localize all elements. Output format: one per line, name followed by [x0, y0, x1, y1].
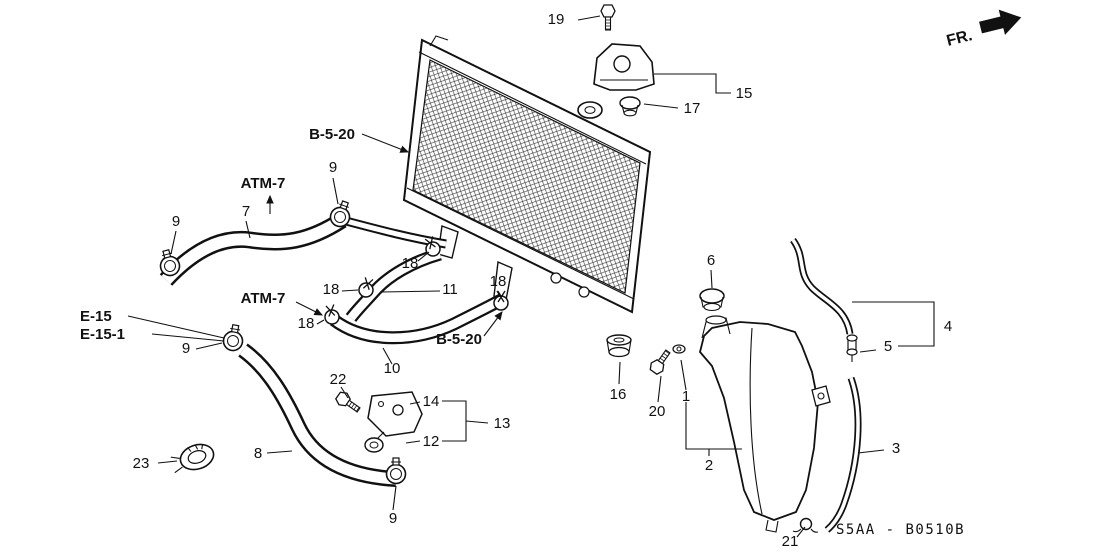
hose-clip — [364, 437, 384, 453]
callout-labels: 19 15 17 B-5-20 9 ATM-7 7 9 18 11 18 18 … — [80, 11, 965, 550]
callout-18-c: 18 — [490, 273, 507, 290]
hose-clamp-icon — [221, 322, 246, 353]
tank-bolt-icon — [647, 346, 675, 377]
callout-18-a: 18 — [402, 255, 419, 272]
tank-grommet — [606, 334, 632, 358]
callout-5: 5 — [884, 338, 892, 355]
lower-radiator-hose — [238, 343, 397, 487]
callout-18-d: 18 — [298, 315, 315, 332]
callout-10: 10 — [384, 360, 401, 377]
callout-2: 2 — [705, 457, 713, 474]
reserve-tank-cap — [699, 288, 725, 312]
ref-atm-7-upper: ATM-7 — [241, 175, 286, 192]
callout-9-c: 9 — [182, 340, 190, 357]
inlet-pipe — [344, 216, 447, 249]
ref-b-5-20-upper: B-5-20 — [309, 126, 355, 143]
callout-19: 19 — [548, 11, 565, 28]
callout-16: 16 — [610, 386, 627, 403]
tube-joint — [846, 334, 858, 362]
callout-11: 11 — [442, 281, 458, 298]
spring-clamp — [170, 443, 215, 474]
callout-8: 8 — [254, 445, 262, 462]
leader-lines — [127, 15, 935, 538]
radiator — [402, 35, 652, 314]
hose-clamp-icon — [385, 457, 407, 485]
upper-radiator-hose — [159, 212, 347, 286]
overflow-tube-upper — [790, 237, 854, 335]
hose-stay-bracket — [364, 391, 423, 453]
callout-7: 7 — [242, 203, 250, 220]
callout-22: 22 — [330, 371, 347, 388]
tube-clip — [792, 517, 819, 533]
callout-13: 13 — [494, 415, 511, 432]
radiator-filler-neck — [577, 101, 603, 119]
fr-direction-arrow-icon: FR. — [945, 9, 1022, 50]
callout-9-d: 9 — [389, 510, 397, 527]
callout-23: 23 — [133, 455, 150, 472]
water-hose-lower — [330, 293, 507, 345]
ref-e-15-1: E-15-1 — [80, 326, 125, 343]
wire-clamp-icon — [322, 303, 341, 326]
bracket-bolt-icon — [600, 4, 616, 31]
ref-b-5-20-lower: B-5-20 — [436, 331, 482, 348]
callout-14: 14 — [423, 393, 440, 410]
small-cap — [619, 96, 641, 117]
ref-e-15: E-15 — [80, 308, 112, 325]
stay-bolt-icon — [333, 389, 364, 417]
callout-15: 15 — [736, 85, 753, 102]
callout-21: 21 — [782, 533, 799, 550]
water-hose-upper — [345, 247, 442, 322]
callout-18-b: 18 — [323, 281, 340, 298]
callout-9-b: 9 — [172, 213, 180, 230]
callout-6: 6 — [707, 252, 715, 269]
callout-17: 17 — [684, 100, 701, 117]
callout-9-a: 9 — [329, 159, 337, 176]
callout-12: 12 — [423, 433, 440, 450]
diagram-code: S5AA - B0510B — [836, 522, 965, 538]
callout-20: 20 — [649, 403, 666, 420]
reserve-tank — [699, 315, 831, 533]
callout-4: 4 — [944, 318, 952, 335]
callout-3: 3 — [892, 440, 900, 457]
ref-atm-7-lower: ATM-7 — [241, 290, 286, 307]
overflow-tube-lower — [824, 376, 862, 533]
callout-1: 1 — [682, 388, 690, 405]
fr-label: FR. — [945, 27, 974, 50]
radiator-mount-bracket — [593, 43, 655, 91]
washer-icon — [672, 344, 686, 354]
